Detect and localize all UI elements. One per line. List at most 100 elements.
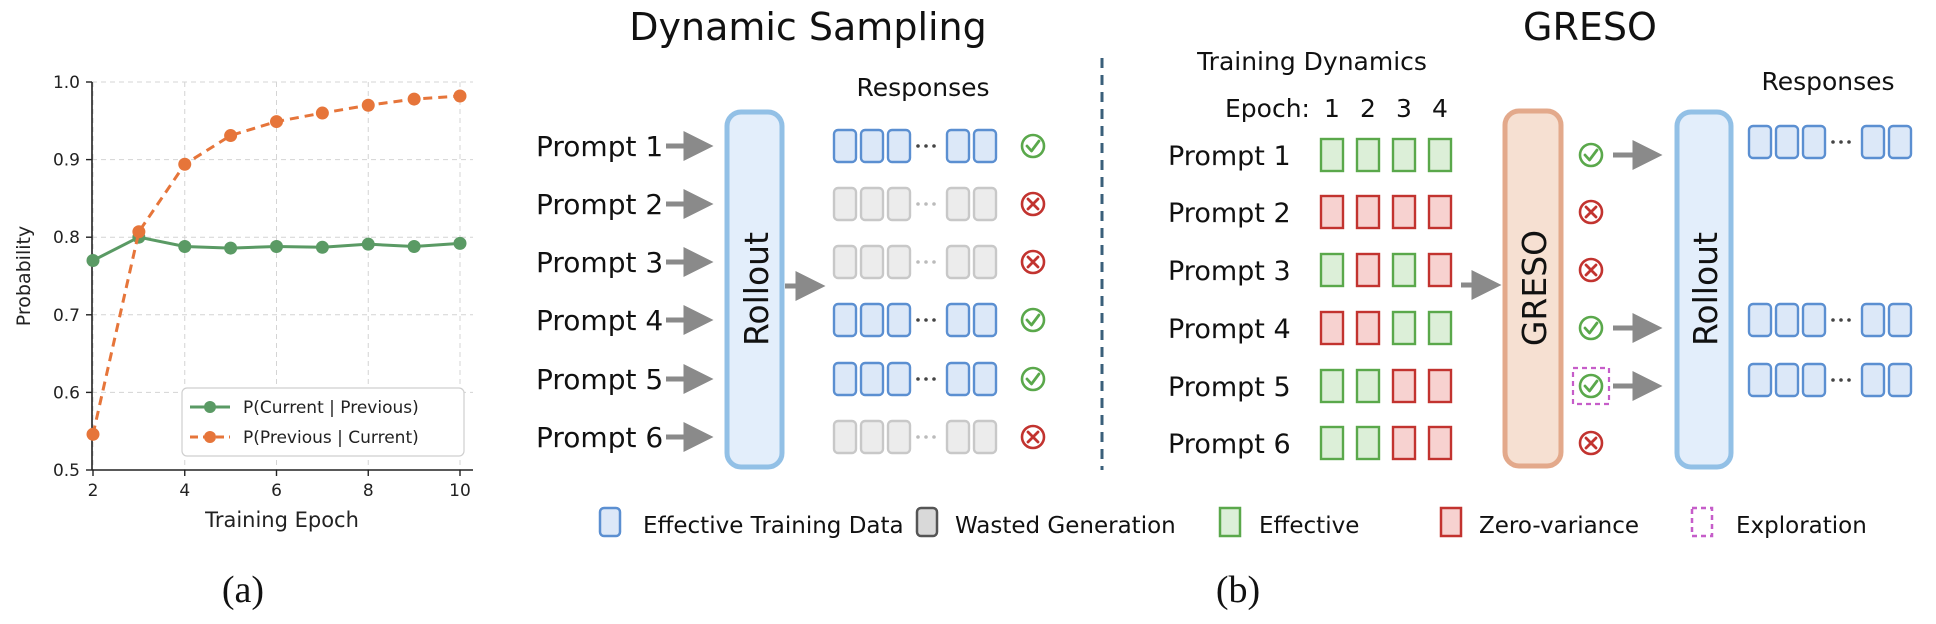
legend-swatch-effective <box>1218 506 1242 538</box>
data-point-1 <box>132 225 146 239</box>
response-block <box>886 419 912 455</box>
greso-block-label: GRESO <box>1515 230 1554 346</box>
training-dynamics-label: Training Dynamics <box>1196 47 1427 76</box>
dynamic-sampling-section: Dynamic Sampling Responses Prompt 1Promp… <box>536 5 1046 470</box>
legend-exploration: Exploration <box>1736 513 1867 539</box>
zero-variance-cell <box>1391 368 1417 404</box>
x-tick-label: 6 <box>271 481 282 501</box>
x-axis-label: Training Epoch <box>204 508 359 532</box>
exploration-marker <box>1571 366 1611 406</box>
check-icon <box>1578 142 1604 168</box>
effective-cell <box>1355 137 1381 173</box>
check-icon <box>1020 366 1046 392</box>
greso-title: GRESO <box>1523 5 1657 49</box>
effective-cell <box>1427 137 1453 173</box>
caption-b: (b) <box>1216 569 1260 611</box>
zero-variance-cell <box>1319 194 1345 230</box>
effective-cell <box>1427 310 1453 346</box>
data-point-1 <box>361 98 375 112</box>
effective-cell <box>1319 137 1345 173</box>
greso-responses-label: Responses <box>1761 67 1894 96</box>
greso-prompt-label: Prompt 6 <box>1168 429 1291 460</box>
response-block <box>1774 362 1800 398</box>
greso-status-icons <box>1571 142 1611 456</box>
response-block <box>859 128 885 164</box>
ds-prompt-label: Prompt 6 <box>536 421 663 454</box>
y-tick-label: 1.0 <box>53 73 80 93</box>
cross-mark <box>1584 205 1598 219</box>
response-block <box>859 419 885 455</box>
ellipsis-dot <box>924 260 928 264</box>
greso-block <box>1502 108 1564 469</box>
response-block <box>1860 302 1886 338</box>
ellipsis-dot <box>924 377 928 381</box>
ellipsis-dot <box>1839 378 1843 382</box>
zero-variance-cell <box>1355 194 1381 230</box>
chart-legend: P(Current | Previous) P(Previous | Curre… <box>181 387 465 457</box>
zero-variance-cell <box>1391 425 1417 461</box>
y-tick-label: 0.6 <box>53 383 80 403</box>
data-point-0 <box>407 240 421 254</box>
cross-mark <box>1026 197 1040 211</box>
data-point-0 <box>270 240 283 254</box>
zero-variance-cell <box>1319 310 1345 346</box>
response-block <box>1774 124 1800 160</box>
legend-box <box>181 387 465 457</box>
response-block <box>972 361 998 397</box>
ds-prompt-label: Prompt 1 <box>536 130 663 163</box>
data-point-0 <box>178 240 192 254</box>
chart-series <box>86 89 467 441</box>
legend-label-previous-current: P(Previous | Current) <box>243 428 419 448</box>
data-point-1 <box>407 92 421 106</box>
zero-variance-cell <box>1427 425 1453 461</box>
effective-cell <box>1391 252 1417 288</box>
greso-rollout-label: Rollout <box>1686 232 1725 346</box>
zero-variance-cell <box>1355 310 1381 346</box>
legend-zero-variance: Zero-variance <box>1479 513 1639 539</box>
y-tick-labels: 0.50.60.70.80.91.0 <box>53 73 92 481</box>
diagram-legend: Effective Training Data Wasted Generatio… <box>598 506 1867 539</box>
response-block <box>886 128 912 164</box>
legend-marker-current-previous <box>204 401 216 413</box>
response-block <box>886 186 912 222</box>
legend-wasted-generation: Wasted Generation <box>955 513 1176 539</box>
ellipsis-dot <box>924 144 928 148</box>
ds-prompt-label: Prompt 5 <box>536 363 663 396</box>
response-block <box>859 302 885 338</box>
response-block <box>972 244 998 280</box>
check-icon <box>1020 133 1046 159</box>
response-block <box>972 419 998 455</box>
ds-responses-label: Responses <box>856 73 989 102</box>
response-block <box>945 419 971 455</box>
legend-swatch-effective-training-data <box>598 506 622 538</box>
legend-swatch-zero-variance <box>1439 506 1463 538</box>
response-block <box>1887 124 1913 160</box>
response-block <box>945 128 971 164</box>
data-point-1 <box>86 427 100 441</box>
greso-response-rows <box>1747 124 1913 398</box>
training-dynamics-grid <box>1319 137 1453 461</box>
effective-cell <box>1355 368 1381 404</box>
ellipsis-dot <box>1831 140 1835 144</box>
cross-mark <box>1584 436 1598 450</box>
effective-cell <box>1319 252 1345 288</box>
data-point-1 <box>315 106 329 120</box>
effective-cell <box>1319 425 1345 461</box>
ellipsis-dot <box>932 318 936 322</box>
response-block <box>972 186 998 222</box>
ellipsis-dot <box>1831 378 1835 382</box>
ellipsis-dot <box>924 435 928 439</box>
ellipsis-dot <box>916 318 920 322</box>
y-tick-label: 0.9 <box>53 151 80 171</box>
effective-cell <box>1319 368 1345 404</box>
response-block <box>859 361 885 397</box>
epoch-number: 3 <box>1396 94 1412 123</box>
response-block <box>945 361 971 397</box>
response-block <box>945 302 971 338</box>
effective-cell <box>1355 425 1381 461</box>
greso-rollout-block <box>1674 109 1734 470</box>
cross-mark <box>1026 430 1040 444</box>
ds-response-rows <box>832 128 1046 455</box>
